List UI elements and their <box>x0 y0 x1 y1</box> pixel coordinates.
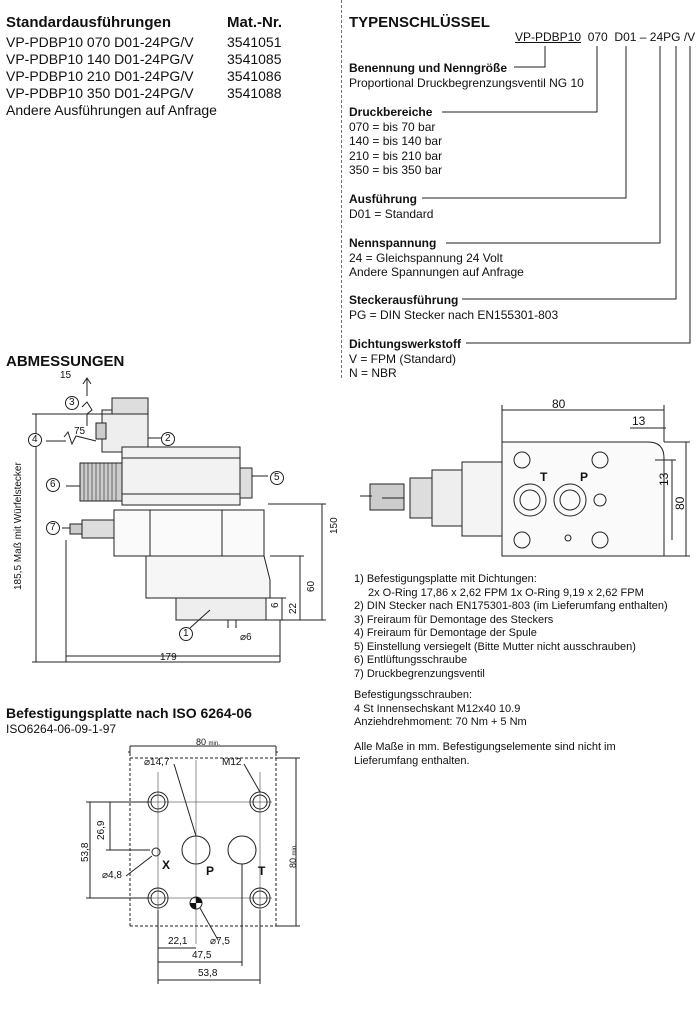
standard-row: VP-PDBP10 210 D01-24PG/V <box>6 68 194 84</box>
matnr-value: 3541085 <box>227 51 282 67</box>
dim-label: 80 <box>552 397 566 411</box>
code-part: /V <box>683 30 696 44</box>
plate-label: ⌀4,8 <box>102 870 122 881</box>
callout-6: 6 <box>50 479 56 490</box>
port-label-p: P <box>580 470 589 484</box>
section-line: 24 = Gleichspannung 24 Volt <box>349 250 503 265</box>
plate-label: M12 <box>222 757 242 768</box>
plate-port-p: P <box>206 864 215 878</box>
legend-item: 2x O-Ring 17,86 x 2,62 FPM 1x O-Ring 9,1… <box>368 586 644 599</box>
section-line: 350 = bis 350 bar <box>349 163 443 177</box>
dim-label: 75 <box>74 426 86 437</box>
plate-label: 53,8 <box>80 842 91 862</box>
dim-label: ⌀6 <box>240 632 252 643</box>
dim-label: 15 <box>60 370 72 381</box>
standard-list: VP-PDBP10 070 D01-24PG/V VP-PDBP10 140 D… <box>6 34 217 119</box>
section-line: 070 = bis 70 bar <box>349 119 436 134</box>
callout-7: 7 <box>50 522 56 533</box>
plate-port-x: X <box>162 858 171 872</box>
section-line: D01 = Standard <box>349 206 434 221</box>
standard-row: VP-PDBP10 070 D01-24PG/V <box>6 34 194 50</box>
matnr-list: 3541051 3541085 3541086 3541088 <box>227 34 282 102</box>
legend-item: 4) Freiraum für Demontage der Spule <box>354 627 537 639</box>
section-divider <box>341 0 342 378</box>
note-line: Alle Maße in mm. Befestigungselemente si… <box>354 741 616 753</box>
section-line: 140 = bis 140 bar <box>349 134 443 148</box>
callout-5: 5 <box>274 472 280 483</box>
callout-2: 2 <box>165 433 171 444</box>
section-heading: Druckbereiche <box>349 105 433 119</box>
matnr-title: Mat.-Nr. <box>227 14 283 31</box>
section-line: 210 = bis 210 bar <box>349 148 443 163</box>
standard-note: Andere Ausführungen auf Anfrage <box>6 102 217 118</box>
dimension-legend: 1) Befestigungsplatte mit Dichtungen: 2x… <box>354 573 668 681</box>
typecode-section: Druckbereiche 070 = bis 70 bar 140 = bis… <box>349 105 442 178</box>
section-heading: Benennung und Nenngröße <box>349 61 507 75</box>
legend-item: 7) Druckbegrenzungsventil <box>354 667 485 680</box>
typecode-section: Nennspannung 24 = Gleichspannung 24 Volt… <box>349 236 524 280</box>
section-line: Proportional Druckbegrenzungsventil NG 1… <box>349 75 584 90</box>
standard-title: Standardausführungen <box>6 14 172 31</box>
screws-info: Befestigungsschrauben: 4 St Innensechska… <box>354 689 527 730</box>
dimensions-note: Alle Maße in mm. Befestigungselemente si… <box>354 741 616 768</box>
section-heading: Nennspannung <box>349 236 437 250</box>
typecode-title: TYPENSCHLÜSSEL <box>349 14 490 31</box>
legend-item: 3) Freiraum für Demontage des Steckers <box>354 613 554 626</box>
legend-item: 2) DIN Stecker nach EN175301-803 (im Lie… <box>354 600 668 612</box>
typecode-section: Steckerausführung PG = DIN Stecker nach … <box>349 293 558 322</box>
code-part: – <box>639 30 647 44</box>
plate-subtitle: ISO6264-06-09-1-97 <box>6 722 117 736</box>
callout-1: 1 <box>183 628 189 639</box>
callout-4: 4 <box>32 434 38 445</box>
typecode-section: Benennung und Nenngröße Proportional Dru… <box>349 61 584 90</box>
typecode-section: Ausführung D01 = Standard <box>349 192 433 221</box>
plate-label: ⌀14,7 <box>144 757 170 768</box>
section-heading: Ausführung <box>349 192 417 206</box>
screws-line: Befestigungsschrauben: <box>354 689 473 701</box>
matnr-value: 3541086 <box>227 68 282 84</box>
plate-label: 22,1 <box>168 936 188 947</box>
plate-label: ⌀7,5 <box>210 936 230 947</box>
callout-3: 3 <box>69 397 75 408</box>
code-part: D01 <box>614 30 637 44</box>
section-line: PG = DIN Stecker nach EN155301-803 <box>349 307 559 322</box>
legend-item: 1) Befestigungsplatte mit Dichtungen: <box>354 573 537 585</box>
legend-item: 6) Entlüftungsschraube <box>354 654 468 666</box>
section-heading: Dichtungswerkstoff <box>349 337 462 351</box>
plate-title: Befestigungsplatte nach ISO 6264-06 <box>6 705 252 721</box>
code-part: VP-PDBP10 <box>515 30 582 44</box>
code-part: 070 <box>587 30 608 44</box>
section-heading: Steckerausführung <box>349 293 459 307</box>
section-line: N = NBR <box>349 366 397 380</box>
legend-item: 5) Einstellung versiegelt (Bitte Mutter … <box>354 640 636 653</box>
screws-line: 4 St Innensechskant M12x40 10.9 <box>354 702 521 715</box>
plate-port-t: T <box>258 864 266 878</box>
typecode-section: Dichtungswerkstoff V = FPM (Standard) N … <box>349 337 461 381</box>
port-label-t: T <box>540 470 548 484</box>
typecode-code: VP-PDBP10 070 D01 – 24PG /V <box>515 30 695 45</box>
matnr-value: 3541051 <box>227 34 282 50</box>
dim-label: 13 <box>632 414 646 428</box>
plate-right-dim: 80 min. <box>288 844 298 868</box>
section-line: Andere Spannungen auf Anfrage <box>349 265 524 279</box>
plate-label: 47,5 <box>192 950 212 961</box>
dimensions-title: ABMESSUNGEN <box>6 353 125 370</box>
code-part: 24PG <box>649 30 681 44</box>
screws-line: Anziehdrehmoment: 70 Nm + 5 Nm <box>354 716 527 728</box>
plate-label: 53,8 <box>198 968 218 979</box>
plate-top-dim: 80 min. <box>196 737 220 747</box>
dim-label: 179 <box>160 652 177 663</box>
note-line: Lieferumfang enthalten. <box>354 754 470 767</box>
standard-row: VP-PDBP10 350 D01-24PG/V <box>6 85 194 101</box>
matnr-value: 3541088 <box>227 85 282 101</box>
standard-row: VP-PDBP10 140 D01-24PG/V <box>6 51 194 67</box>
section-line: V = FPM (Standard) <box>349 351 457 366</box>
plate-label: 26,9 <box>96 820 107 840</box>
